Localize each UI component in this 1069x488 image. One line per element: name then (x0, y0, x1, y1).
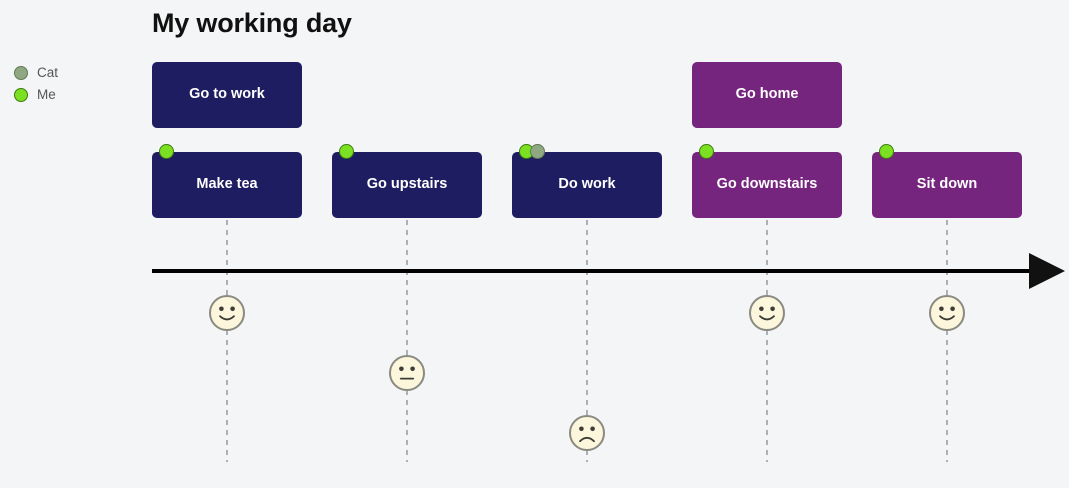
legend-item-me[interactable]: Me (14, 86, 58, 104)
task-box-go-upstairs[interactable]: Go upstairs (332, 144, 482, 218)
mood-markers (209, 295, 965, 451)
task-box-go-to-work[interactable]: Go to work (152, 62, 302, 128)
face-mouth-happy (219, 315, 235, 321)
smiley-happy-icon[interactable] (929, 295, 965, 331)
task-box-go-downstairs[interactable]: Go downstairs (692, 144, 842, 218)
smiley-happy-icon[interactable] (209, 295, 245, 331)
legend-swatch-me-icon (14, 88, 28, 102)
legend-label: Me (37, 87, 56, 103)
actor-dot-cat-icon (530, 144, 545, 159)
task-label: Make tea (196, 176, 258, 193)
task-box-make-tea[interactable]: Make tea (152, 144, 302, 218)
face-eye-right (410, 366, 415, 372)
task-box-sit-down[interactable]: Sit down (872, 144, 1022, 218)
face-mouth-sad (579, 436, 595, 443)
task-actor-dots (699, 144, 714, 159)
face-eye-right (230, 306, 235, 312)
task-actor-dots (159, 144, 174, 159)
legend-swatch-cat-icon (14, 66, 28, 80)
smiley-happy-icon[interactable] (749, 295, 785, 331)
face-mouth-happy (939, 315, 955, 321)
face-eye-left (759, 306, 764, 312)
task-label: Go upstairs (366, 176, 448, 193)
face-eye-left (399, 366, 404, 372)
actor-dot-me-icon (339, 144, 354, 159)
face-eye-left (219, 306, 224, 312)
smiley-sad-icon[interactable] (569, 415, 605, 451)
legend-label: Cat (37, 65, 59, 81)
actor-dot-me-icon (699, 144, 714, 159)
face-eye-right (950, 306, 955, 312)
task-box-do-work[interactable]: Do work (512, 144, 662, 218)
task-actor-dots (339, 144, 354, 159)
task-label: Do work (558, 176, 616, 193)
face-eye-right (590, 426, 595, 432)
task-label: Go to work (189, 86, 265, 103)
page-title: My working day (152, 8, 352, 38)
face-eye-right (770, 306, 775, 312)
task-label: Sit down (916, 176, 978, 193)
task-box-go-home[interactable]: Go home (692, 62, 842, 128)
legend-item-cat[interactable]: Cat (14, 64, 58, 82)
face-eye-left (939, 306, 944, 312)
actor-dot-me-icon (159, 144, 174, 159)
task-label: Go downstairs (716, 176, 818, 193)
actor-dot-me-icon (879, 144, 894, 159)
event-guide-lines (226, 220, 948, 462)
face-outline (389, 355, 425, 391)
task-actor-dots (879, 144, 894, 159)
smiley-neutral-icon[interactable] (389, 355, 425, 391)
face-outline (749, 295, 785, 331)
task-label: Go home (735, 86, 799, 103)
face-outline (209, 295, 245, 331)
task-actor-dots (519, 144, 545, 159)
face-outline (569, 415, 605, 451)
face-eye-left (579, 426, 584, 432)
face-outline (929, 295, 965, 331)
face-mouth-happy (759, 315, 775, 321)
